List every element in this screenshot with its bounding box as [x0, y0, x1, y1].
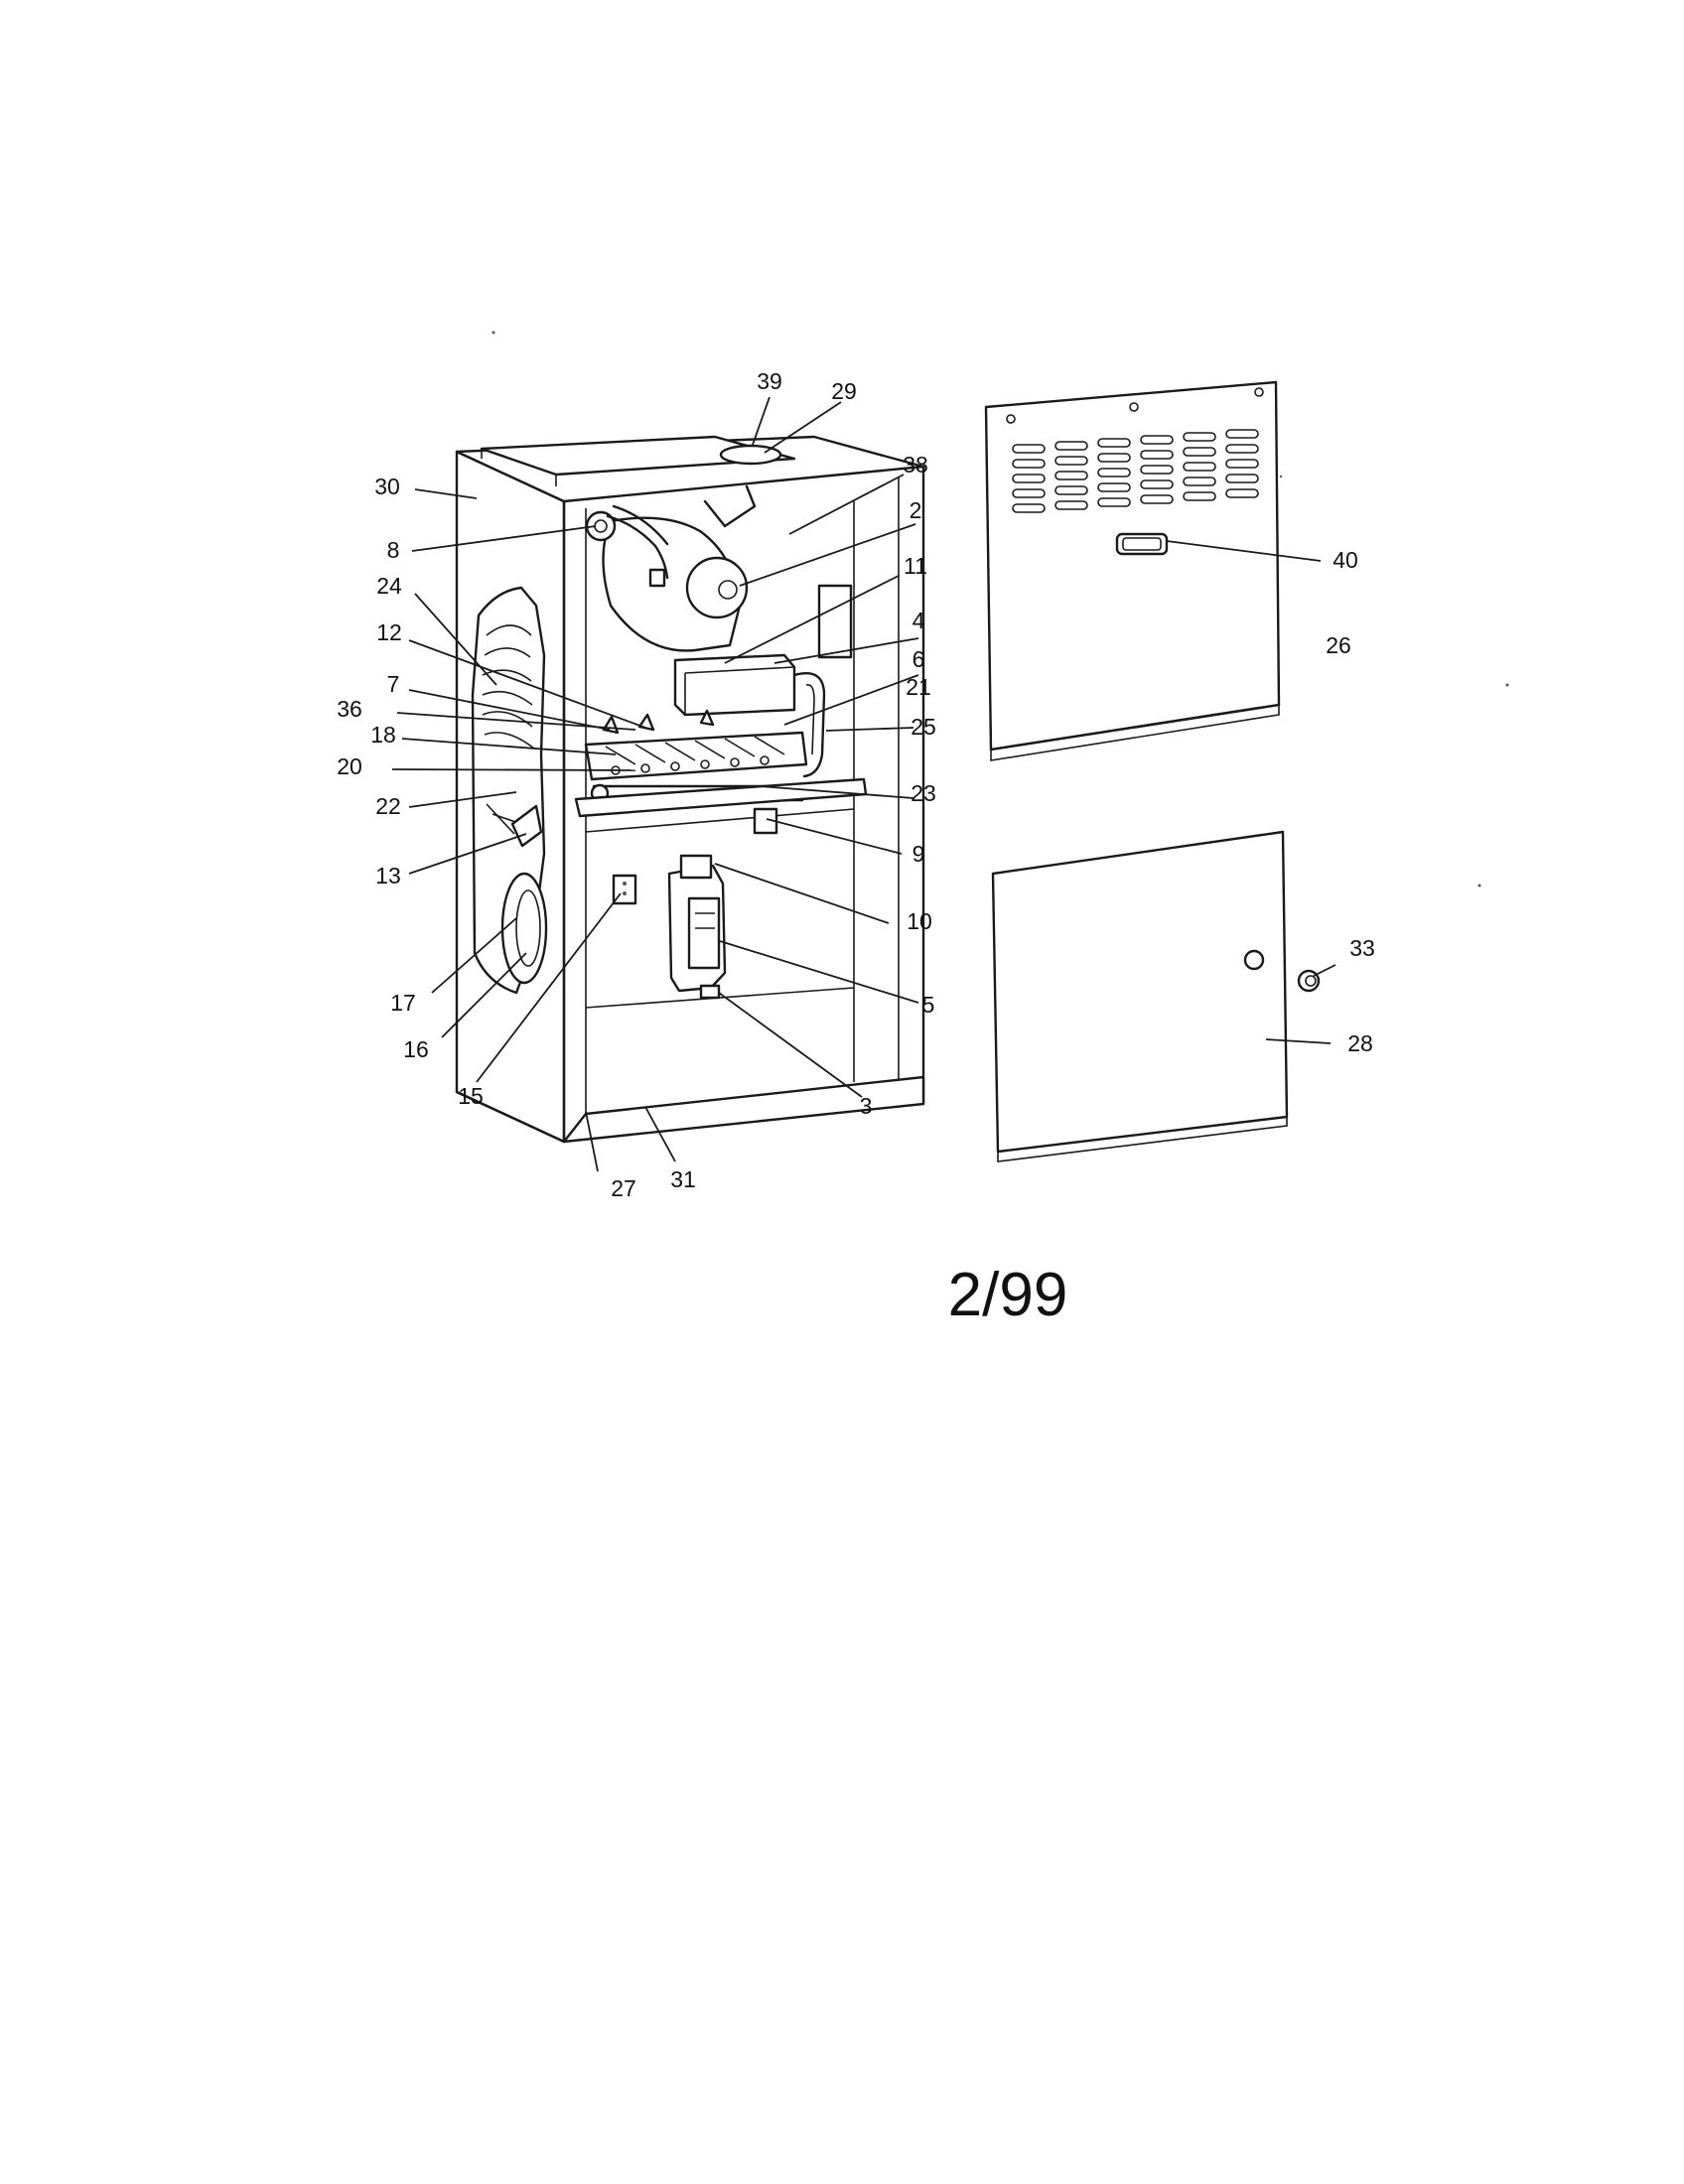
louver-slot: [1183, 462, 1216, 472]
inducer-blower: [585, 484, 853, 659]
callout-36: 36: [337, 696, 362, 722]
callout-33: 33: [1349, 935, 1375, 961]
louver-slot: [1012, 459, 1046, 469]
louver-slot: [1225, 474, 1259, 483]
callout-26: 26: [1326, 632, 1351, 658]
callout-40: 40: [1333, 547, 1358, 573]
louver-slot: [1183, 491, 1216, 501]
callout-30: 30: [374, 474, 400, 499]
burner-tubes: [605, 736, 785, 775]
callout-8: 8: [387, 537, 400, 563]
callout-38: 38: [903, 452, 928, 478]
louver-slot: [1140, 494, 1174, 504]
louver-slot: [1097, 438, 1131, 448]
callout-labels: 39 29 30 38 8 2 24 11 12 4 7 6 36 21 25 …: [337, 368, 1375, 1201]
callout-16: 16: [403, 1036, 429, 1062]
callout-25: 25: [911, 714, 936, 740]
louver-slot: [1012, 488, 1046, 498]
callout-21: 21: [906, 674, 931, 700]
callout-7: 7: [387, 671, 400, 697]
callout-9: 9: [912, 841, 925, 867]
louvers: [1012, 429, 1259, 513]
callout-4: 4: [912, 608, 925, 633]
louver-slot: [1097, 453, 1131, 463]
louver-slot: [1097, 497, 1131, 507]
louver-slot: [1183, 432, 1216, 442]
upper-access-door: [984, 380, 1281, 761]
callout-20: 20: [337, 753, 362, 779]
callout-3: 3: [860, 1093, 873, 1119]
callout-2: 2: [910, 497, 922, 523]
callout-24: 24: [376, 573, 402, 599]
callout-29: 29: [831, 378, 857, 404]
louver-slot: [1012, 444, 1046, 454]
louver-slot: [1140, 435, 1174, 445]
date-code: 2/99: [948, 1261, 1068, 1329]
furnace-cabinet: [455, 435, 925, 1144]
louver-slot: [1054, 500, 1088, 510]
callout-15: 15: [458, 1083, 484, 1109]
louver-slot: [1054, 471, 1088, 480]
louver-slot: [1225, 429, 1259, 439]
louver-slot: [1012, 474, 1046, 483]
callout-11: 11: [904, 553, 927, 579]
callout-31: 31: [670, 1166, 696, 1192]
louver-slot: [1225, 459, 1259, 469]
louver-slot: [1225, 488, 1259, 498]
louver-slot: [1140, 450, 1174, 460]
louver-slot: [1183, 477, 1216, 486]
callout-23: 23: [911, 780, 936, 806]
control-section: [585, 854, 855, 1009]
burner-assembly: [510, 653, 868, 848]
callout-27: 27: [611, 1175, 636, 1201]
callout-17: 17: [390, 990, 416, 1016]
louver-slot: [1183, 447, 1216, 457]
callout-39: 39: [757, 368, 782, 394]
louver-slot: [1225, 444, 1259, 454]
louver-slot: [1012, 503, 1046, 513]
callout-6: 6: [912, 646, 925, 672]
callout-5: 5: [922, 992, 935, 1018]
louver-slot: [1097, 482, 1131, 492]
callout-13: 13: [375, 863, 401, 888]
louver-slot: [1054, 485, 1088, 495]
louver-slot: [1097, 468, 1131, 478]
louver-slot: [1140, 465, 1174, 475]
callout-10: 10: [907, 908, 932, 934]
callout-28: 28: [1347, 1030, 1373, 1056]
callout-22: 22: [375, 793, 401, 819]
louver-slot: [1054, 441, 1088, 451]
lower-access-door: [991, 830, 1321, 1162]
callout-18: 18: [370, 722, 396, 748]
callout-12: 12: [376, 619, 402, 645]
leader-lines: [391, 396, 1336, 1172]
louver-slot: [1054, 456, 1088, 466]
louver-slot: [1140, 479, 1174, 489]
